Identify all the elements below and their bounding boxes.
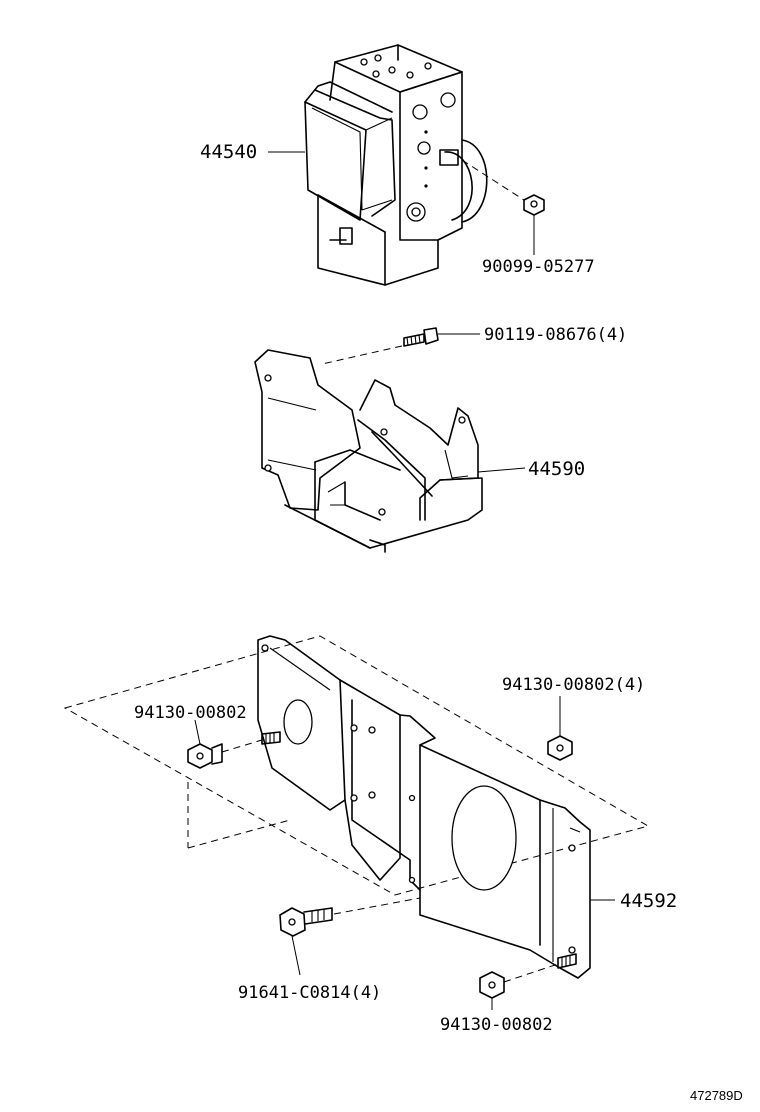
- plate-nut-bottom-dashed-guide: [503, 963, 559, 983]
- plate-nut-bottom[interactable]: [479, 971, 505, 999]
- leader-bracket: [477, 467, 526, 473]
- illustration-number: 472789D: [690, 1088, 743, 1103]
- plate-bolt-dashed-guide: [333, 897, 421, 915]
- mounting-plate[interactable]: [257, 635, 591, 979]
- plate-nut-left-dashed-guide: [221, 739, 263, 753]
- label-plate: 44592: [620, 890, 677, 912]
- plate-bolt[interactable]: [279, 907, 333, 937]
- plate-dashed-outline: [63, 635, 650, 896]
- label-nut-right: 94130-00802(4): [502, 675, 645, 695]
- bracket-bolt-dashed-guide: [321, 345, 403, 365]
- plate-nut-left[interactable]: [187, 743, 223, 769]
- actuator-nut-dashed-guide: [461, 159, 525, 201]
- leader-nut-left: [194, 719, 201, 745]
- label-bracket-bolt: 90119-08676(4): [484, 325, 627, 345]
- label-actuator-nut: 90099-05277: [482, 257, 595, 277]
- bracket-bolt[interactable]: [403, 327, 439, 347]
- label-bracket: 44590: [528, 458, 585, 480]
- plate-dashed-lower: [187, 819, 291, 849]
- label-actuator: 44540: [200, 141, 257, 163]
- actuator-nut[interactable]: [523, 194, 545, 216]
- plate-stud-bottom[interactable]: [557, 953, 577, 969]
- label-nut-bottom: 94130-00802: [440, 1015, 553, 1035]
- plate-stud-left[interactable]: [261, 731, 281, 745]
- label-nut-left: 94130-00802: [134, 703, 247, 723]
- actuator-bracket[interactable]: [254, 349, 483, 553]
- plate-nut-right[interactable]: [547, 735, 573, 761]
- label-plate-bolt: 91641-C0814(4): [238, 983, 381, 1003]
- leader-plate-bolt: [291, 935, 301, 976]
- abs-actuator-assembly[interactable]: [304, 44, 488, 286]
